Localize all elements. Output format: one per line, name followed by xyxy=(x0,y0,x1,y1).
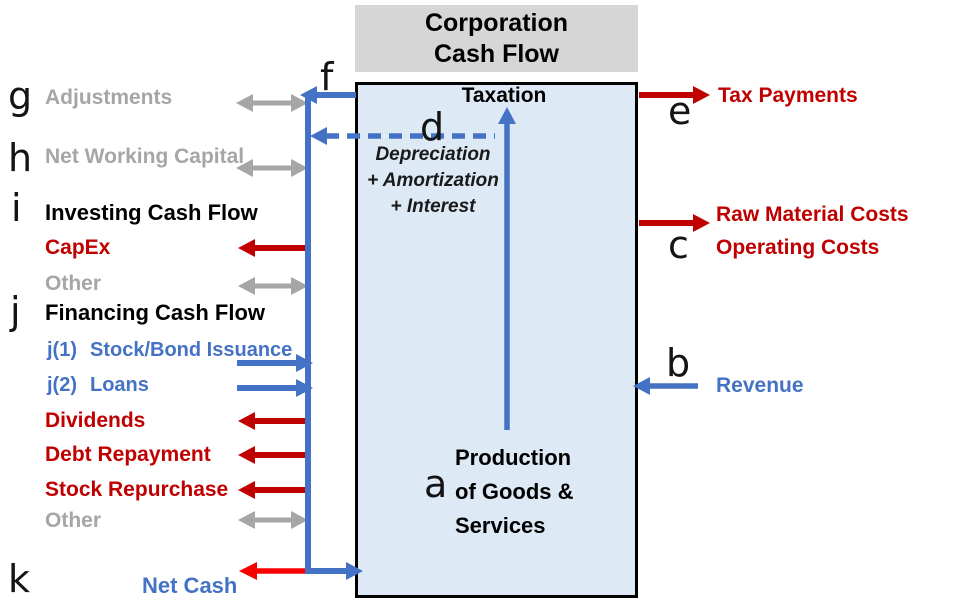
financing-other-label: Other xyxy=(45,509,102,532)
diagram-title-line1: Corporation xyxy=(424,9,569,37)
production-to-taxation-arrow xyxy=(498,107,516,430)
label-letter-k: k xyxy=(8,557,31,601)
taxation-label: Taxation xyxy=(461,84,547,107)
stock-bond-issuance-label: j(1) Stock/Bond Issuance xyxy=(47,339,292,362)
tax-payments-outflow-arrow xyxy=(639,86,710,104)
capex-label: CapEx xyxy=(45,236,111,259)
diagram-title-line2: Cash Flow xyxy=(433,40,559,68)
cash-flow-bracket-line xyxy=(300,86,363,580)
raw-material-costs-label: Raw Material Costs xyxy=(716,203,909,226)
stock-bond-issuance-inflow-arrow xyxy=(237,354,313,372)
net-cash-outflow-arrow xyxy=(239,562,307,580)
stock-repurchase-label: Stock Repurchase xyxy=(45,478,229,501)
financing-cash-flow-heading: Financing Cash Flow xyxy=(45,300,266,325)
label-letter-e: e xyxy=(668,89,692,133)
depreciation-line2: + Amortization xyxy=(367,170,499,191)
depreciation-line1: Depreciation xyxy=(375,144,491,165)
dividends-outflow-arrow xyxy=(238,412,309,430)
label-letter-b: b xyxy=(666,341,691,385)
label-letter-j: j xyxy=(10,289,21,333)
loans-inflow-arrow xyxy=(237,379,313,397)
investing-other-label: Other xyxy=(45,272,102,295)
net-cash-label: Net Cash xyxy=(142,573,238,598)
production-line1: Production xyxy=(455,445,572,470)
net-working-capital-two-way-arrow xyxy=(236,159,308,177)
production-line2: of Goods & xyxy=(455,479,574,504)
revenue-inflow-arrow xyxy=(633,377,698,395)
debt-repayment-outflow-arrow xyxy=(238,446,309,464)
label-letter-a: a xyxy=(424,462,448,506)
adjustments-label: Adjustments xyxy=(45,86,173,109)
diagram-title-box: Corporation Cash Flow xyxy=(355,5,638,72)
label-letter-c: c xyxy=(668,223,689,267)
depreciation-note: Depreciation + Amortization + Interest xyxy=(363,142,503,220)
production-label: Production of Goods & Services xyxy=(455,441,574,543)
production-line3: Services xyxy=(455,513,546,538)
label-letter-d: d xyxy=(420,105,445,149)
depreciation-dashed-arrow xyxy=(310,127,495,145)
dark-red-outflow-arrows xyxy=(238,86,710,499)
debt-repayment-label: Debt Repayment xyxy=(45,443,211,466)
stock-bond-issuance-text: Stock/Bond Issuance xyxy=(90,339,293,361)
label-letter-g: g xyxy=(8,74,33,118)
costs-outflow-arrow xyxy=(639,214,710,232)
depreciation-line3: + Interest xyxy=(390,196,476,217)
investing-other-two-way-arrow xyxy=(238,277,308,295)
loans-prefix: j(2) xyxy=(47,374,77,396)
stock-repurchase-outflow-arrow xyxy=(238,481,309,499)
net-working-capital-label: Net Working Capital xyxy=(45,145,245,168)
label-letter-i: i xyxy=(11,186,22,230)
label-letter-f: f xyxy=(320,55,334,99)
tax-payments-label: Tax Payments xyxy=(718,84,858,107)
revenue-label: Revenue xyxy=(716,374,804,397)
stock-bond-issuance-prefix: j(1) xyxy=(47,339,77,361)
corporation-box xyxy=(355,82,638,598)
dividends-label: Dividends xyxy=(45,409,146,432)
financing-other-two-way-arrow xyxy=(238,511,308,529)
label-letter-h: h xyxy=(8,136,33,180)
operating-costs-label: Operating Costs xyxy=(716,236,880,259)
gray-two-way-arrows xyxy=(236,94,308,529)
blue-inflow-arrows xyxy=(237,86,698,580)
capex-outflow-arrow xyxy=(238,239,309,257)
adjustments-two-way-arrow xyxy=(236,94,308,112)
loans-label: j(2) Loans xyxy=(47,374,149,397)
investing-cash-flow-heading: Investing Cash Flow xyxy=(45,200,258,225)
loans-text: Loans xyxy=(90,374,149,396)
